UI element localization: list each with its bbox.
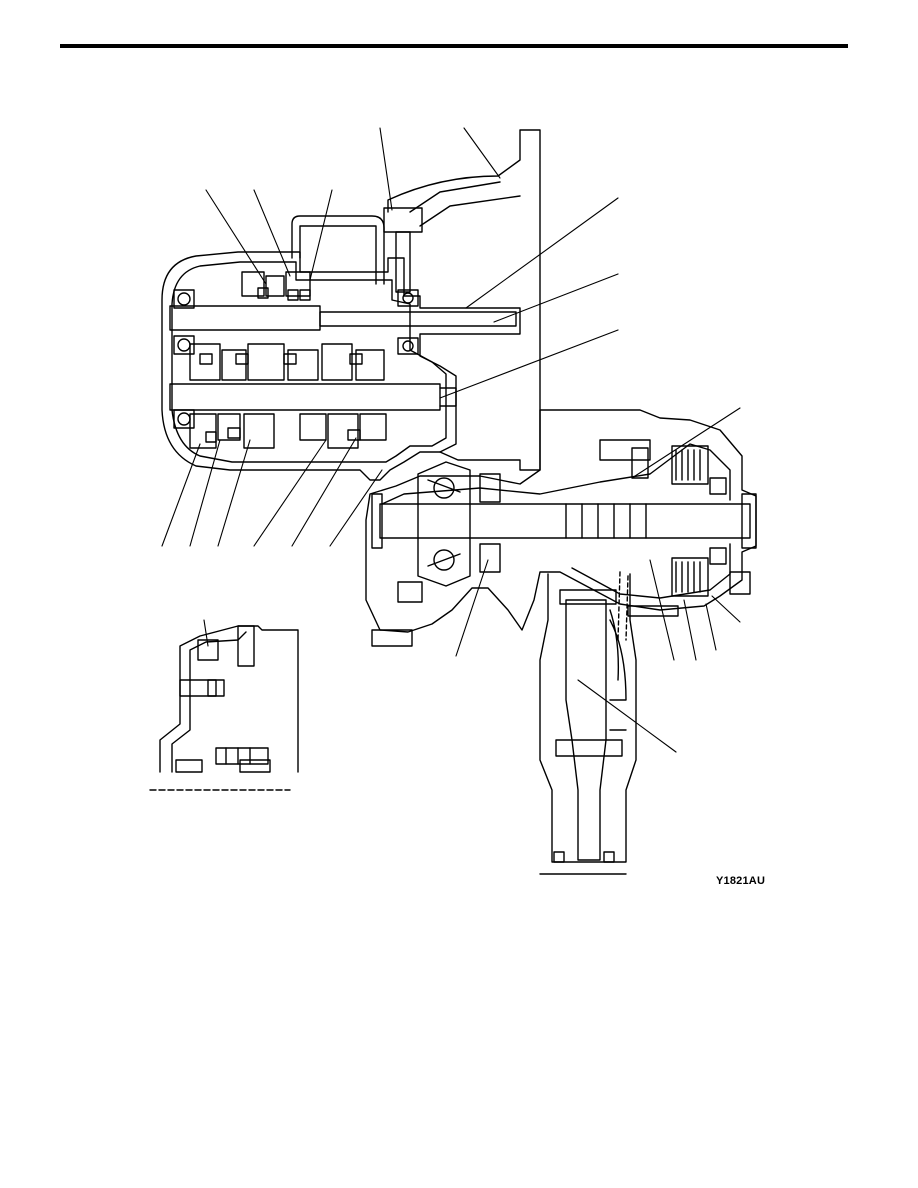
lower-bolt-mid [397, 581, 423, 603]
right-output-flange [741, 493, 757, 549]
main-shaft-stepdown [439, 387, 457, 407]
header-rule [60, 44, 848, 48]
bell-bolt-head [383, 207, 423, 233]
upper-cover-loop [291, 215, 385, 285]
transfer-case-housing [365, 409, 757, 633]
pinion-seal-right [603, 851, 615, 863]
left-output-flange [371, 493, 383, 549]
inset-detail-view [149, 625, 299, 791]
bell-bolt-shank [395, 231, 411, 293]
lower-bolt-left [371, 629, 413, 647]
pinion-bearing-lower [555, 739, 623, 757]
pinion-inner-detail [609, 609, 627, 731]
main-shaft [169, 383, 441, 411]
bell-housing-flange [387, 129, 541, 471]
pinion-bearing-top [559, 589, 617, 605]
output-shaft-splines [565, 503, 647, 539]
pinion-housing [539, 573, 637, 863]
middle-gear-cluster [189, 343, 385, 381]
left-end-bearings [173, 289, 419, 429]
output-shaft [379, 503, 751, 539]
callout-leader-lines [161, 127, 741, 753]
hidden-line-detail [617, 571, 629, 641]
figure-id-label: Y1821AU [716, 875, 766, 887]
upper-shaft [169, 305, 321, 331]
upper-gear-cluster [241, 271, 311, 301]
transmission-housing-inner-wall [171, 261, 447, 463]
upper-shaft-extension [319, 311, 517, 327]
pinion-seal-left [553, 851, 565, 863]
rear-bolt [627, 605, 679, 617]
lower-gear-cluster [189, 413, 387, 449]
pinion-shaft [565, 599, 607, 861]
clutch-pack [599, 439, 751, 597]
center-differential [417, 461, 501, 587]
bell-housing-inner-rib [409, 181, 521, 227]
